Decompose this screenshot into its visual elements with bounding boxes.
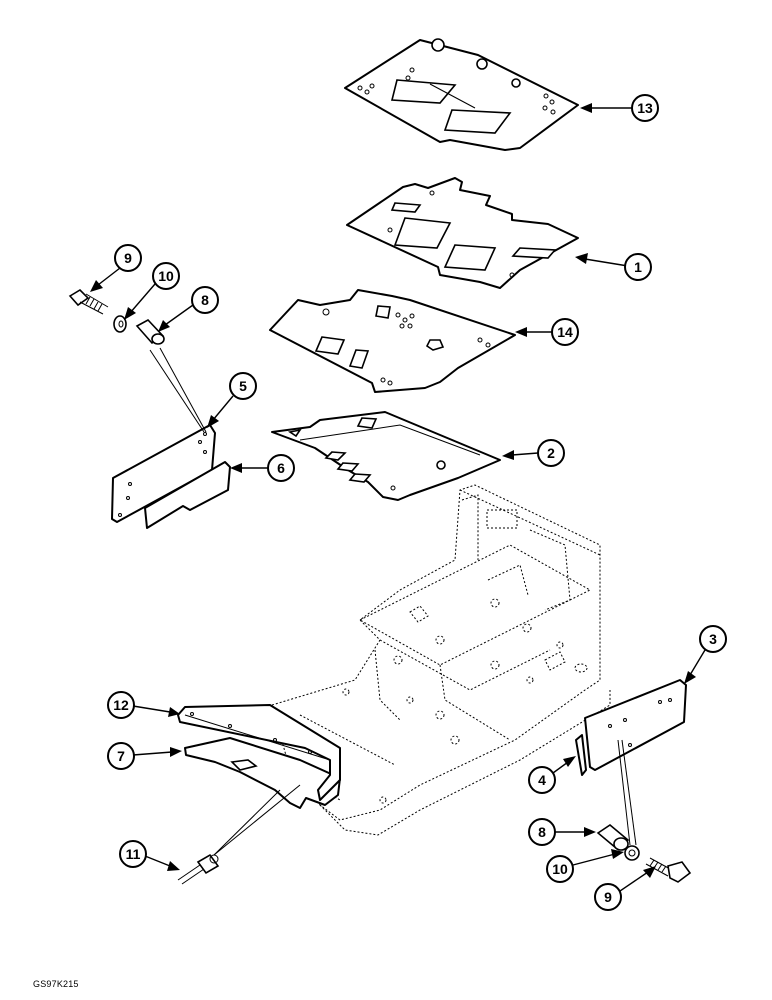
callout-1: 1 [624, 253, 652, 281]
callout-10-left: 10 [152, 262, 180, 290]
svg-text:10: 10 [552, 861, 568, 877]
svg-text:3: 3 [709, 631, 717, 647]
svg-text:2: 2 [547, 445, 555, 461]
callout-9-right: 9 [594, 883, 622, 911]
panel-4 [575, 734, 587, 776]
bolt-9-left [68, 288, 109, 315]
plate-7 [184, 737, 341, 809]
plate-1 [346, 177, 579, 289]
bolt-9-right [645, 857, 692, 883]
svg-text:5: 5 [239, 378, 247, 394]
svg-text:4: 4 [538, 772, 546, 788]
bracket-12 [177, 704, 341, 801]
callout-9-left: 9 [114, 244, 142, 272]
plate-14 [269, 289, 516, 393]
svg-text:11: 11 [126, 846, 141, 862]
panel-6 [144, 461, 231, 529]
svg-text:6: 6 [277, 460, 285, 476]
svg-text:14: 14 [557, 324, 573, 340]
svg-text:12: 12 [113, 697, 129, 713]
callout-11: 11 [119, 840, 147, 868]
svg-text:8: 8 [201, 292, 209, 308]
plate-13 [344, 38, 579, 151]
plate-2 [271, 411, 501, 501]
washer-10-left [113, 315, 127, 333]
callout-8-right: 8 [528, 818, 556, 846]
svg-text:13: 13 [637, 100, 653, 116]
svg-text:7: 7 [117, 748, 125, 764]
leader-lines [90, 103, 706, 892]
svg-text:9: 9 [124, 250, 132, 266]
svg-text:9: 9 [604, 889, 612, 905]
washer-10-right [624, 845, 640, 861]
callout-3: 3 [699, 625, 727, 653]
figure-code: GS97K215 [33, 979, 79, 989]
panel-3 [584, 679, 687, 771]
callout-10-right: 10 [546, 855, 574, 883]
callout-6: 6 [267, 454, 295, 482]
spacer-8-right [596, 824, 630, 851]
callout-12: 12 [107, 691, 135, 719]
callout-5: 5 [229, 372, 257, 400]
callout-7: 7 [107, 742, 135, 770]
callout-4: 4 [528, 766, 556, 794]
callout-14: 14 [551, 318, 579, 346]
svg-text:8: 8 [538, 824, 546, 840]
rivet-11 [177, 853, 220, 885]
callout-8-left: 8 [191, 286, 219, 314]
callout-2: 2 [537, 439, 565, 467]
svg-text:1: 1 [634, 259, 642, 275]
callout-13: 13 [631, 94, 659, 122]
svg-text:10: 10 [158, 268, 174, 284]
spacer-8-left [135, 319, 165, 345]
